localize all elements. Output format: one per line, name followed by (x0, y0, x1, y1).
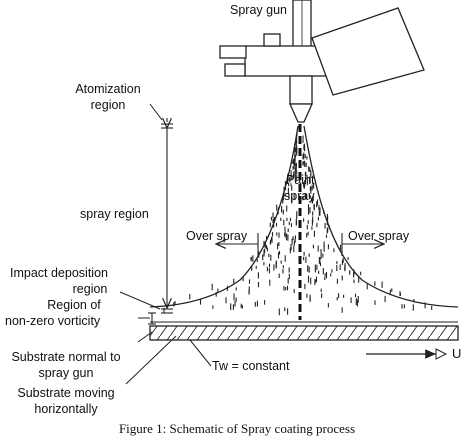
label-nonzero-vorticity-1: Region of (47, 298, 101, 312)
label-substrate-moving-1: Substrate moving (17, 386, 115, 400)
gun-neck (289, 75, 313, 105)
paint-droplets (163, 132, 433, 316)
gun-body (244, 45, 328, 77)
substrate (149, 321, 459, 341)
label-substrate-moving-2: horizontally (34, 402, 98, 416)
label-atomization-region-1: Atomization (75, 82, 141, 96)
cone-left-edge (149, 125, 299, 308)
leader-lines (119, 103, 177, 385)
label-spray-region: spray region (80, 207, 149, 221)
gun-nozzle-tip (288, 103, 314, 123)
label-impact-deposition-1: Impact deposition (10, 266, 108, 280)
label-spray-gun: Spray gun (230, 3, 287, 17)
label-over-spray-right: Over spray (348, 229, 410, 243)
label-substrate-normal-1: Substrate normal to (11, 350, 121, 364)
label-nonzero-vorticity-2: non-zero vorticity (5, 314, 101, 328)
label-over-spray-left: Over spray (186, 229, 248, 243)
label-impact-deposition-2: region (72, 282, 108, 296)
gun-knob (263, 33, 281, 47)
label-velocity-u: U (452, 346, 462, 361)
figure-caption: Figure 1: Schematic of Spray coating pro… (118, 421, 356, 436)
gun-lower-nozzle (224, 63, 246, 77)
spray-gun-drawing (219, 0, 425, 123)
region-dimension-line (148, 118, 173, 325)
label-atomization-region-2: region (90, 98, 126, 112)
label-paint-1: Paint (286, 173, 315, 187)
tw-leader (189, 339, 212, 367)
gun-upper-nozzle (219, 45, 247, 59)
label-paint-2: spray (284, 189, 315, 203)
label-substrate-normal-2: spray gun (38, 366, 94, 380)
label-tw-constant: Tw = constant (212, 359, 290, 373)
paint-reservoir (311, 7, 425, 96)
